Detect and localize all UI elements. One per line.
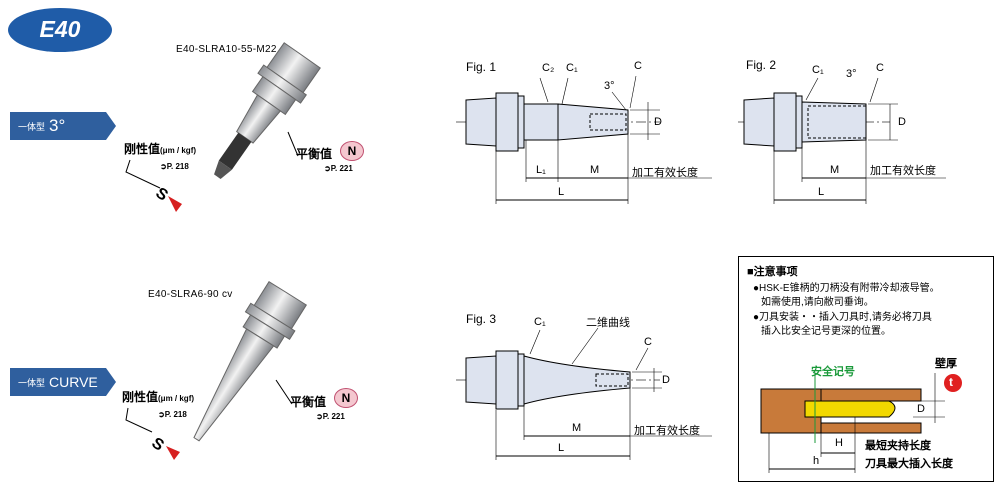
diagram-H: H [835, 437, 843, 449]
fig1-m: M [590, 164, 600, 176]
notes-line-2: 如需使用,请向敝司垂询。 [761, 297, 874, 308]
product1-balance-ref[interactable]: ➲P. 221 [324, 164, 353, 173]
notes-box: ■注意事项 ●HSK-E锥柄的刀柄没有附带冷却液导管。 如需使用,请向敝司垂询。… [738, 256, 994, 482]
series-badge: E40 [6, 6, 114, 54]
product1-balance-grade: N [340, 141, 364, 161]
diagram-d: D [917, 403, 925, 415]
fig2-drawing [738, 77, 946, 204]
notes-line-4: 插入比安全记号更深的位置。 [761, 326, 891, 337]
product1-tag-arrow [106, 112, 116, 140]
product2-s-arrow [125, 407, 180, 460]
product2-balance-ref[interactable]: ➲P. 221 [316, 412, 345, 421]
fig3-curve-label: 二维曲线 [586, 317, 630, 329]
product2-s-mark: S [148, 434, 167, 455]
badge-label: E40 [39, 16, 81, 42]
product2-balance-grade: N [334, 388, 358, 408]
product2-model: E40-SLRA6-90 cv [148, 289, 233, 300]
notes-title: ■注意事项 [747, 266, 798, 278]
wall-thickness-label: 壁厚 [935, 358, 957, 370]
max-insert-length: 刀具最大插入长度 [865, 458, 953, 470]
product1-tag: 一体型 3° [10, 112, 106, 140]
badge-shape [8, 8, 112, 52]
fig1-c: C [634, 60, 642, 72]
product1-tag-type: 一体型 [18, 121, 46, 132]
diagram-h: h [813, 455, 820, 467]
product1-rigidity-ref[interactable]: ➲P. 218 [160, 162, 189, 171]
product1-tool-image [214, 42, 321, 179]
product1-balance-leader [287, 131, 299, 157]
insertion-diagram [760, 373, 962, 473]
product1-s-arrow [125, 159, 182, 212]
wall-thickness-symbol: t [949, 375, 953, 389]
fig2-title: Fig. 2 [746, 58, 777, 72]
product2-rigidity-label: 刚性值(μm / kgf) [122, 390, 195, 404]
fig1-l: L [558, 186, 565, 198]
fig2-angle: 3° [846, 68, 857, 80]
fig3-title: Fig. 3 [466, 312, 497, 326]
fig2-c1: C₁ [812, 64, 824, 76]
product1-model: E40-SLRA10-55-M22 [176, 44, 277, 55]
product1-balance-label: 平衡值 [296, 147, 333, 161]
product1-rigidity-unit: (μm / kgf) [160, 146, 197, 155]
product2-tool-image [193, 280, 308, 442]
fig3-c1: C₁ [534, 316, 546, 328]
product1-tag-angle: 3° [49, 116, 66, 135]
fig2-effective-length: 加工有效长度 [870, 165, 936, 177]
fig3-c: C [644, 336, 652, 348]
fig1-d: D [654, 116, 662, 128]
fig1-effective-length: 加工有效长度 [632, 167, 698, 179]
product2-balance-leader [275, 379, 293, 405]
fig1-angle: 3° [604, 80, 615, 92]
safety-mark-label: 安全记号 [811, 366, 855, 378]
product1-s-mark: S [152, 184, 171, 205]
min-clamp-length: 最短夹持长度 [865, 440, 931, 452]
fig3-effective-length: 加工有效长度 [634, 425, 700, 437]
fig2-l: L [818, 186, 825, 198]
product2-tag-arrow [106, 368, 116, 396]
fig2-m: M [830, 164, 840, 176]
product2-tag: 一体型 CURVE [10, 368, 106, 396]
notes-line-1: ●HSK-E锥柄的刀柄没有附带冷却液导管。 [753, 283, 940, 294]
product1-rigidity-label: 刚性值(μm / kgf) [124, 142, 197, 156]
fig1-drawing [456, 75, 712, 204]
fig3-d: D [662, 374, 670, 386]
fig3-m: M [572, 422, 582, 434]
fig1-title: Fig. 1 [466, 60, 497, 74]
fig2-c: C [876, 62, 884, 74]
product2-tag-type: 一体型 [18, 377, 46, 388]
product2-tag-shape: CURVE [49, 374, 98, 390]
notes-line-3: ●刀具安装・・插入刀具时,请务必将刀具 [753, 312, 932, 323]
fig2-d: D [898, 116, 906, 128]
fig1-c2: C₂ [542, 62, 555, 74]
fig3-l: L [558, 442, 565, 454]
product2-rigidity-ref[interactable]: ➲P. 218 [158, 410, 187, 419]
fig3-drawing [456, 327, 712, 460]
fig1-c1: C₁ [566, 62, 578, 74]
fig1-l1: L₁ [536, 164, 546, 176]
product2-rigidity-unit: (μm / kgf) [158, 394, 195, 403]
product2-balance-label: 平衡值 [290, 395, 327, 409]
